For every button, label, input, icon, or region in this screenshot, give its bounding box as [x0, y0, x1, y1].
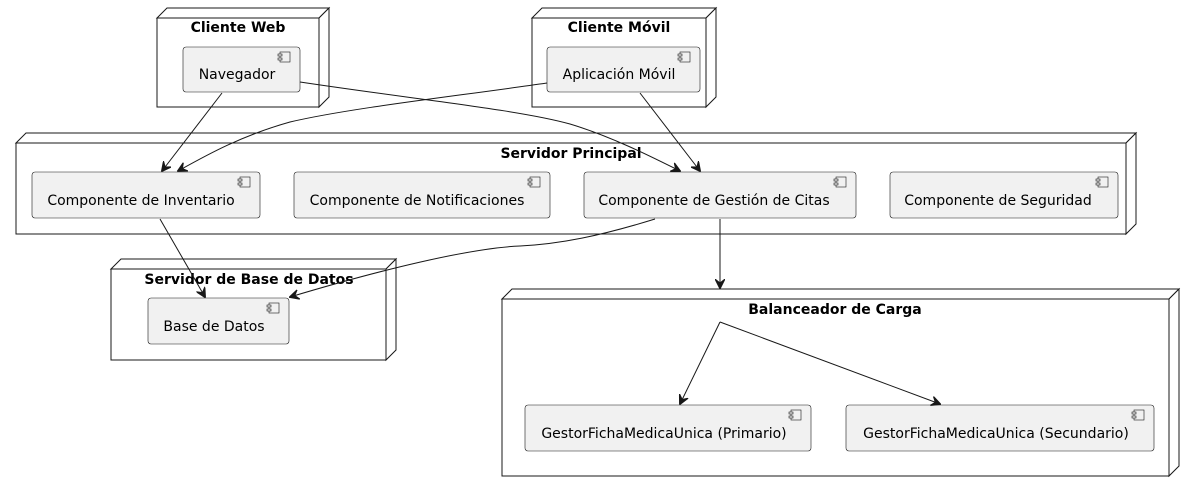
- component-base-datos[interactable]: Base de Datos: [147, 297, 290, 345]
- component-navegador[interactable]: Navegador: [182, 46, 301, 93]
- component-inventario[interactable]: Componente de Inventario: [31, 171, 261, 219]
- component-gestor-primario[interactable]: GestorFichaMedicaUnica (Primario): [524, 404, 812, 452]
- node-title-balanceador: Balanceador de Carga: [748, 302, 921, 318]
- component-app-movil[interactable]: Aplicación Móvil: [546, 46, 701, 93]
- component-label-inventario: Componente de Inventario: [47, 193, 234, 209]
- edge-citas-base-datos: [290, 218, 656, 297]
- component-label-seguridad: Componente de Seguridad: [904, 193, 1092, 209]
- component-label-notificaciones: Componente de Notificaciones: [310, 193, 525, 209]
- component-icon: [277, 51, 291, 63]
- edge-app-movil-citas: [639, 92, 700, 171]
- node-title-servidor-principal: Servidor Principal: [500, 146, 641, 162]
- component-label-base-datos: Base de Datos: [163, 319, 264, 335]
- component-label-citas: Componente de Gestión de Citas: [598, 193, 829, 209]
- component-label-navegador: Navegador: [199, 67, 276, 83]
- edge-balanceador-primario: [680, 321, 721, 404]
- component-icon: [677, 51, 691, 63]
- component-icon: [527, 176, 541, 188]
- component-icon: [833, 176, 847, 188]
- component-gestor-secundario[interactable]: GestorFichaMedicaUnica (Secundario): [845, 404, 1155, 452]
- component-label-gestor-secundario: GestorFichaMedicaUnica (Secundario): [863, 426, 1129, 442]
- component-icon: [266, 302, 280, 314]
- edge-balanceador-secundario: [719, 321, 940, 404]
- component-icon: [788, 409, 802, 421]
- edge-navegador-inventario: [162, 92, 223, 171]
- component-citas[interactable]: Componente de Gestión de Citas: [583, 171, 857, 219]
- component-notificaciones[interactable]: Componente de Notificaciones: [293, 171, 551, 219]
- component-icon: [1095, 176, 1109, 188]
- node-title-cliente-web: Cliente Web: [191, 20, 286, 36]
- component-label-app-movil: Aplicación Móvil: [563, 67, 676, 83]
- component-label-gestor-primario: GestorFichaMedicaUnica (Primario): [541, 426, 786, 442]
- component-icon: [1131, 409, 1145, 421]
- edge-app-movil-inventario: [178, 82, 548, 171]
- component-icon: [237, 176, 251, 188]
- edge-inventario-base-datos: [159, 218, 205, 297]
- node-title-servidor-bd: Servidor de Base de Datos: [144, 272, 353, 288]
- edge-navegador-citas: [299, 81, 680, 171]
- component-seguridad[interactable]: Componente de Seguridad: [889, 171, 1119, 219]
- node-title-cliente-movil: Cliente Móvil: [568, 20, 671, 36]
